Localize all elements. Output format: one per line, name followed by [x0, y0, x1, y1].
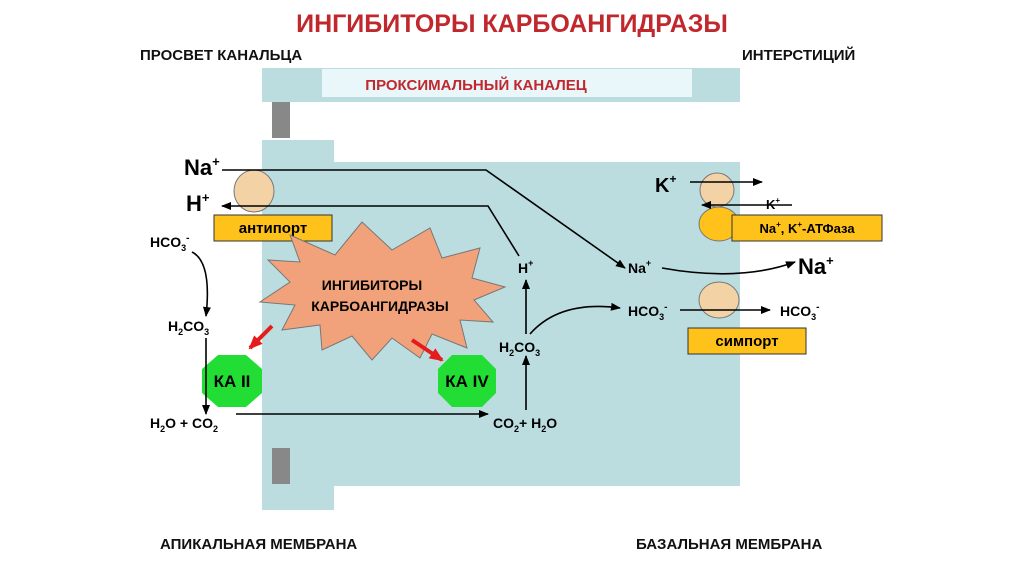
antiport-box: [213, 214, 333, 242]
apical-membrane-label: АПИКАЛЬНАЯ МЕМБРАНА: [160, 536, 357, 553]
lumen-h-ion: H+: [186, 190, 210, 216]
atpase-label: Na+, K+-АТФаза: [759, 220, 855, 236]
na-entry-arrow: [222, 169, 626, 269]
symport-box: [687, 327, 807, 355]
cell-h2co3: H2CO3: [499, 339, 540, 358]
inhibitor-burst-line1: ИНГИБИТОРЫ: [322, 277, 422, 293]
basal-na-ion: Na+: [798, 253, 834, 279]
cell-body: [262, 140, 740, 510]
lumen-hco3: HCO3-: [150, 233, 189, 253]
inhibit-ka2-arrow: [248, 324, 274, 350]
ka2-label: КА II: [214, 372, 251, 391]
reaction-arrows: [191, 169, 796, 418]
hco3-to-h2co3-arrow: [191, 251, 211, 317]
lumen-na-ion: Na+: [184, 154, 220, 180]
lumen-h2co3: H2CO3: [168, 318, 209, 337]
inhibitor-burst: [258, 221, 507, 361]
symport-transporter: [698, 281, 740, 319]
inhibit-ka4-arrow: [410, 338, 444, 362]
lumen-label: ПРОСВЕТ КАНАЛЬЦА: [140, 47, 302, 64]
tubule-label-box: [322, 69, 692, 97]
cell-h-ion: H+: [518, 258, 533, 276]
basal-k-ion-right: K+: [766, 196, 780, 212]
ka4-label: КА IV: [445, 372, 489, 391]
cell-na-ion: Na+: [628, 258, 651, 276]
tight-junction-top: [272, 102, 290, 138]
lumen-h2o-co2: H2O + CO2: [150, 415, 218, 434]
symport-label: симпорт: [715, 333, 778, 350]
antiport-label: антипорт: [239, 220, 308, 237]
cell-hco3: HCO3-: [628, 302, 667, 322]
tubule-cell: [262, 68, 740, 510]
atpase-box: [731, 214, 883, 242]
basal-hco3: HCO3-: [780, 302, 819, 322]
na-exit-arrow: [661, 261, 796, 275]
h-secretion-arrow: [221, 202, 520, 257]
basal-membrane-label: БАЗАЛЬНАЯ МЕМБРАНА: [636, 536, 823, 553]
tubule-label: ПРОКСИМАЛЬНЫЙ КАНАЛЕЦ: [365, 76, 586, 94]
h2co3-to-hco3-arrow: [529, 302, 621, 335]
atpase-transporter-top: [699, 172, 735, 208]
diagram-title: ИНГИБИТОРЫ КАРБОАНГИДРАЗЫ: [296, 10, 728, 38]
ka4-enzyme: [438, 355, 496, 407]
cell-co2-h2o: CO2+ H2O: [493, 415, 557, 434]
ka2-enzyme: [202, 355, 262, 407]
tight-junction-bottom: [272, 448, 290, 484]
basal-k-ion-left: K+: [655, 172, 676, 197]
interstitium-label: ИНТЕРСТИЦИЙ: [742, 46, 855, 64]
inhibitor-burst-line2: КАРБОАНГИДРАЗЫ: [311, 298, 448, 314]
